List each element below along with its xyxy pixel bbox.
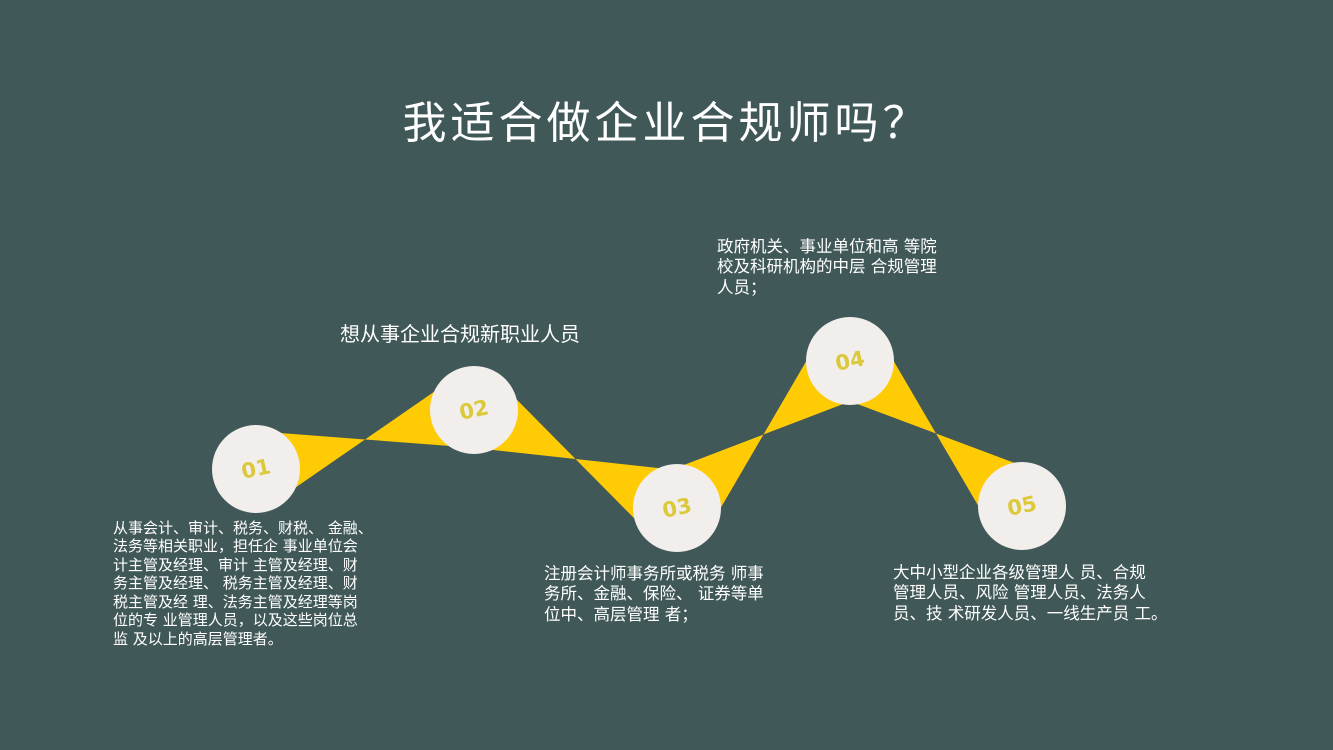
step-01-description: 从事会计、审计、税务、财税、 金融、法务等相关职业，担任企 事业单位会计主管及经… xyxy=(113,519,373,648)
description-line: 计主管及经理、审计 主管及经理、财 xyxy=(113,555,358,574)
step-node-02: 02 xyxy=(430,366,518,454)
description-line: 员、技 术研发人员、一线生产员 工。 xyxy=(893,603,1168,623)
step-circle-01 xyxy=(212,425,300,513)
description-line: 税主管及经 理、法务主管及经理等岗 xyxy=(113,592,358,611)
step-number-02: 02 xyxy=(457,395,491,425)
description-line: 位中、高层管理 者； xyxy=(544,604,698,624)
step-number-05: 05 xyxy=(1005,491,1039,521)
description-line: 监 及以上的高层管理者。 xyxy=(113,629,283,648)
step-circle-03 xyxy=(633,464,721,552)
slide-title: 我适合做企业合规师吗？ xyxy=(402,98,931,149)
ribbon-segment-1 xyxy=(245,371,485,508)
step-node-03: 03 xyxy=(633,464,721,552)
description-line: 大中小型企业各级管理人 员、合规 xyxy=(893,563,1146,582)
step-number-01: 01 xyxy=(239,454,273,484)
timeline-nodes: 01 02 03 04 05 xyxy=(212,317,1066,552)
description-line: 管理人员、风险 管理人员、法务人 xyxy=(893,583,1146,603)
step-02-description: 想从事企业合规新职业人员 xyxy=(340,322,580,347)
step-number-04: 04 xyxy=(833,346,867,376)
description-line: 校及科研机构的中层 合规管理 xyxy=(717,257,937,277)
step-node-01: 01 xyxy=(212,425,300,513)
description-line: 法务等相关职业，担任企 事业单位会 xyxy=(113,537,358,556)
description-line: 政府机关、事业单位和高 等院 xyxy=(717,237,937,256)
description-line: 务所、金融、保险、 证券等单 xyxy=(544,584,764,604)
step-04-description: 政府机关、事业单位和高 等院校及科研机构的中层 合规管理人员； xyxy=(717,237,937,298)
step-circle-05 xyxy=(978,462,1066,550)
description-line: 从事会计、审计、税务、财税、 金融、 xyxy=(113,519,373,537)
description-line: 注册会计师事务所或税务 师事 xyxy=(544,564,764,583)
description-line: 人员； xyxy=(717,277,767,297)
step-node-04: 04 xyxy=(806,317,894,405)
step-number-03: 03 xyxy=(660,493,694,523)
description-line: 位的专 业管理人员，以及这些岗位总 xyxy=(113,611,358,630)
step-circle-04 xyxy=(806,317,894,405)
description-line: 想从事企业合规新职业人员 xyxy=(340,322,580,346)
step-circle-02 xyxy=(430,366,518,454)
step-node-05: 05 xyxy=(978,462,1066,550)
step-05-description: 大中小型企业各级管理人 员、合规管理人员、风险 管理人员、法务人员、技 术研发人… xyxy=(893,563,1168,624)
description-line: 务主管及经理、 税务主管及经理、财 xyxy=(113,574,358,593)
step-03-description: 注册会计师事务所或税务 师事务所、金融、保险、 证券等单位中、高层管理 者； xyxy=(544,564,764,625)
